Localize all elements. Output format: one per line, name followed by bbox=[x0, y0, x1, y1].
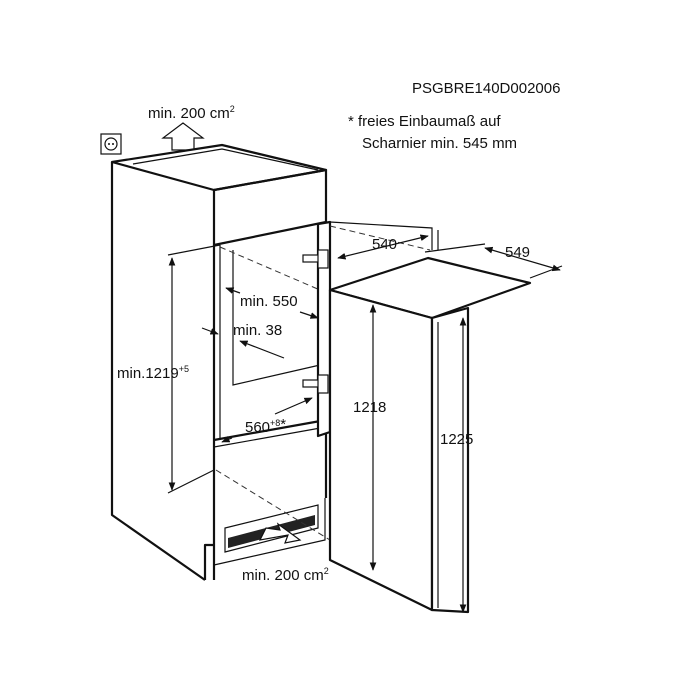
door-width-label: 540 bbox=[372, 236, 397, 253]
hinge-top-icon bbox=[302, 249, 329, 269]
niche-height-label: min.1219+5 bbox=[117, 364, 189, 382]
appliance-height-body-label: 1218 bbox=[353, 399, 386, 416]
vent-up-arrow-icon bbox=[161, 122, 205, 151]
vent-top-label: min. 200 cm2 bbox=[148, 104, 235, 122]
appliance bbox=[328, 256, 532, 614]
niche-width-label: 560+8* bbox=[245, 416, 286, 436]
appliance-height-total-label: 1225 bbox=[440, 431, 473, 448]
note-line-2: Scharnier min. 545 mm bbox=[362, 135, 517, 152]
note-line-1: * freies Einbaumaß auf bbox=[348, 113, 501, 130]
vent-inlet-arrow-icon bbox=[258, 522, 302, 544]
model-code: PSGBRE140D002006 bbox=[412, 80, 560, 97]
wall-gap-label: min. 38 bbox=[233, 322, 282, 339]
cabinet bbox=[110, 143, 331, 581]
hinge-bottom-icon bbox=[302, 374, 329, 394]
niche-depth-label: min. 550 bbox=[240, 293, 298, 310]
vent-bottom-label: min. 200 cm2 bbox=[242, 566, 329, 584]
power-socket-icon bbox=[100, 133, 122, 155]
appliance-depth-label: 549 bbox=[505, 244, 530, 261]
cabinet-door bbox=[302, 220, 439, 438]
